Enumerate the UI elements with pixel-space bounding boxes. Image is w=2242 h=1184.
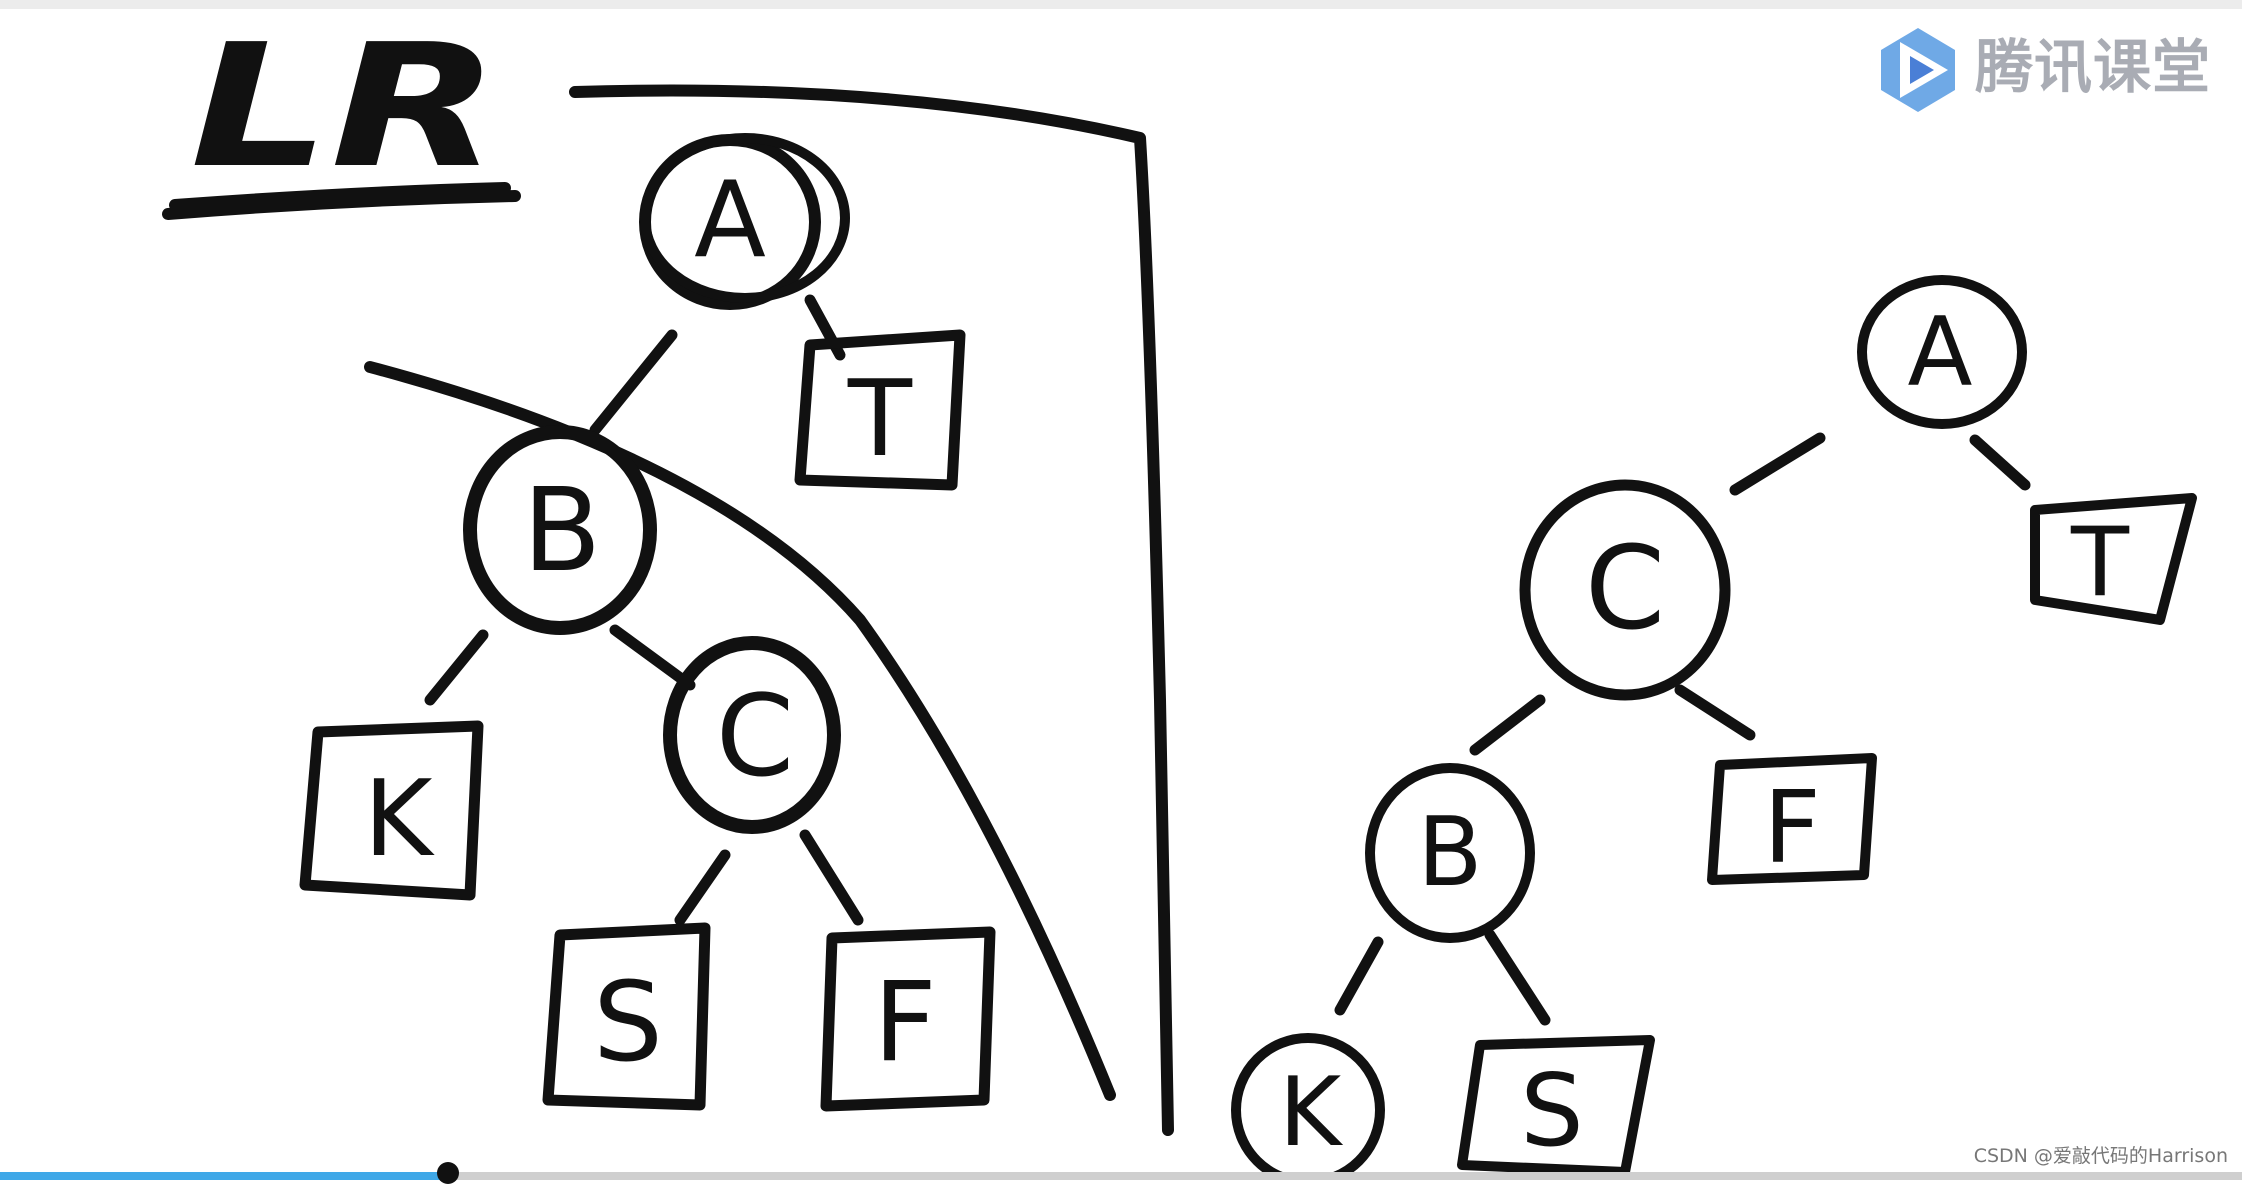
progress-fill: [0, 1172, 449, 1180]
right-node-t: T: [2030, 493, 2197, 625]
svg-text:C: C: [716, 672, 794, 802]
play-icon: [1881, 28, 1955, 112]
left-node-b: B: [463, 425, 657, 635]
top-border: [0, 0, 2242, 9]
right-node-f: F: [1707, 753, 1877, 886]
svg-text:B: B: [523, 464, 602, 598]
svg-text:S: S: [593, 958, 663, 1086]
svg-text:A: A: [694, 159, 766, 281]
right-node-a: A: [1857, 275, 2027, 429]
svg-text:A: A: [1908, 298, 1973, 408]
scope-bracket: [569, 84, 1174, 1136]
right-node-s: S: [1457, 1035, 1655, 1177]
right-node-k: K: [1231, 1033, 1385, 1180]
left-node-k: K: [299, 720, 484, 901]
right-node-b: B: [1365, 763, 1535, 943]
left-node-a: A: [639, 133, 850, 310]
heading-lr: LR: [190, 8, 500, 206]
brand-name: 腾讯课堂: [1975, 33, 2212, 101]
right-node-c: C: [1519, 479, 1731, 701]
left-node-f: F: [820, 926, 996, 1112]
svg-text:C: C: [1585, 522, 1665, 656]
csdn-watermark: CSDN @爱敲代码的Harrison: [1973, 1145, 2228, 1167]
heading-underline: [162, 182, 521, 220]
left-tree: A T B K C S F: [299, 133, 996, 1112]
svg-text:K: K: [1279, 1058, 1344, 1168]
left-tree-edges: [424, 294, 864, 926]
left-node-t: T: [794, 329, 966, 491]
svg-text:K: K: [364, 758, 436, 880]
left-node-c: C: [663, 636, 841, 834]
right-tree: A T C F B K S: [1231, 275, 2197, 1180]
svg-text:T: T: [847, 358, 913, 480]
svg-text:S: S: [1520, 1052, 1583, 1169]
right-tree-edges: [1334, 432, 2031, 1026]
playback-progress-bar[interactable]: [0, 1172, 2242, 1180]
progress-handle[interactable]: [437, 1162, 460, 1184]
left-node-s: S: [542, 922, 711, 1111]
svg-text:T: T: [2070, 508, 2130, 618]
svg-text:B: B: [1417, 798, 1482, 908]
svg-text:F: F: [873, 958, 936, 1086]
svg-text:F: F: [1763, 769, 1821, 886]
